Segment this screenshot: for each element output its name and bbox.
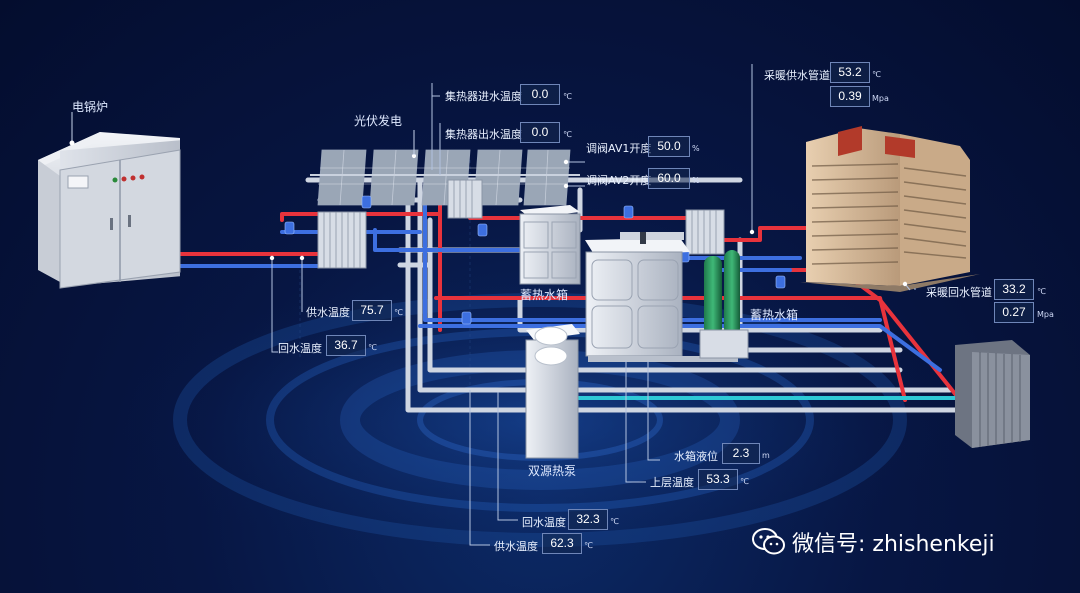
wechat-id: 微信号: zhishenkeji <box>792 532 995 557</box>
heatpump-return-temp-label: 回水温度 <box>522 516 566 529</box>
valve-av1-unit: % <box>692 144 700 153</box>
filter-tanks[interactable] <box>699 250 749 359</box>
heating-return-pressure-unit: Mpa <box>1037 310 1054 319</box>
heatpump-supply-temp-label: 供水温度 <box>494 540 538 553</box>
tank-level-unit: m <box>762 451 770 460</box>
heatpump-return-temp-unit: ℃ <box>610 517 619 526</box>
heating-return-label: 采暖回水管道 <box>926 286 992 299</box>
valve-av2-label: 调阀AV2开度 <box>586 174 652 187</box>
heating-supply-label: 采暖供水管道 <box>764 69 830 82</box>
heatpump-supply-temp-unit: ℃ <box>584 541 593 550</box>
heating-supply-temp: 53.2 <box>830 62 870 83</box>
tank-upper-temp-label: 上层温度 <box>650 476 694 489</box>
heatpump-supply-temp-value: 62.3 <box>542 533 582 554</box>
heating-supply-pressure: 0.39 <box>830 86 870 107</box>
collector-inlet-unit: ℃ <box>563 92 572 101</box>
wechat-watermark: 微信号: zhishenkeji <box>752 524 995 560</box>
boiler-label: 电锅炉 <box>72 100 109 114</box>
tank-level-value: 2.3 <box>722 443 760 464</box>
tank-upper-temp-unit: ℃ <box>740 477 749 486</box>
pv-panels[interactable] <box>310 130 580 206</box>
pv-label: 光伏发电 <box>354 114 403 128</box>
leader-lines <box>271 64 916 546</box>
heatpump-label: 双源热泵 <box>528 464 577 478</box>
collector-inlet-label: 集热器进水温度 <box>445 90 522 103</box>
tank-level-label: 水箱液位 <box>674 450 718 463</box>
valve-av1-label: 调阀AV1开度 <box>586 142 652 155</box>
heating-return-temp: 33.2 <box>994 279 1034 300</box>
valve-av2-unit: % <box>692 176 700 185</box>
heating-return-temp-unit: ℃ <box>1037 287 1046 296</box>
boiler-supply-temp-value: 75.7 <box>352 300 392 321</box>
heat-storage-tank-1[interactable] <box>519 205 581 285</box>
boiler-supply-temp-label: 供水温度 <box>306 306 350 319</box>
radiator-unit[interactable] <box>955 340 1030 448</box>
dual-source-heat-pump[interactable] <box>525 324 580 459</box>
tank2-label: 蓄热水箱 <box>750 308 799 322</box>
heating-return-pressure: 0.27 <box>994 302 1034 323</box>
collector-outlet-unit: ℃ <box>563 130 572 139</box>
boiler-return-temp-label: 回水温度 <box>278 342 322 355</box>
heating-supply-temp-unit: ℃ <box>872 70 881 79</box>
residential-building[interactable] <box>800 126 980 292</box>
valve-av1-value: 50.0 <box>648 136 690 157</box>
boiler-return-temp-unit: ℃ <box>368 343 377 352</box>
heat-storage-tank-2[interactable] <box>585 232 738 362</box>
valve-av2-value: 60.0 <box>648 168 690 189</box>
tank-upper-temp-value: 53.3 <box>698 469 738 490</box>
heatpump-return-temp-value: 32.3 <box>568 509 608 530</box>
wechat-icon <box>752 528 785 555</box>
heating-supply-pressure-unit: Mpa <box>872 94 889 103</box>
collector-outlet-label: 集热器出水温度 <box>445 128 522 141</box>
boiler-supply-temp-unit: ℃ <box>394 308 403 317</box>
boiler-return-temp-value: 36.7 <box>326 335 366 356</box>
electric-boiler[interactable] <box>38 112 181 289</box>
tank1-label: 蓄热水箱 <box>520 288 569 302</box>
collector-outlet-value: 0.0 <box>520 122 560 143</box>
heat-exchanger-icon[interactable] <box>317 179 725 269</box>
collector-inlet-value: 0.0 <box>520 84 560 105</box>
